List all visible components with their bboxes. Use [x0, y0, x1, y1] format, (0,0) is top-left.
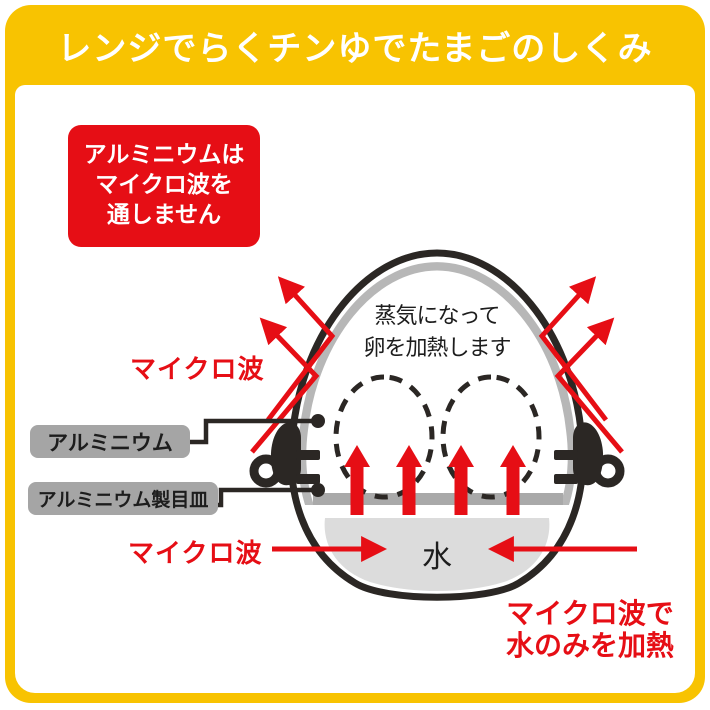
steam-arrow-3 — [448, 445, 474, 515]
water-label: 水 — [422, 540, 452, 575]
steam-arrow-4 — [500, 445, 526, 515]
steam-arrow-1 — [344, 445, 370, 515]
dashed-egg-right — [440, 374, 542, 500]
callout-line-aluminum — [190, 418, 318, 445]
steam-arrows — [344, 445, 526, 515]
aluminum-note-box: アルミニウムは マイクロ波を 通しません — [68, 125, 260, 247]
aluminum-label-text: アルミニウム — [47, 430, 173, 455]
dashed-egg-left — [333, 374, 435, 500]
steam-caption: 蒸気になって 卵を加熱します — [363, 304, 511, 361]
callout-line-plate — [217, 487, 318, 508]
bottom-note: マイクロ波で 水のみを加熱 — [505, 597, 674, 663]
microwave-label-upper: マイクロ波 — [130, 355, 265, 385]
aluminum-note-text: アルミニウムは マイクロ波を 通しません — [83, 142, 245, 228]
clip-right — [554, 422, 625, 488]
microwave-label-lower: マイクロ波 — [128, 539, 263, 569]
clip-left — [249, 422, 320, 488]
steam-arrow-2 — [396, 445, 422, 515]
callout-dot-plate — [311, 483, 325, 497]
reflect-arrows-left — [250, 276, 336, 454]
callout-dot-shell — [311, 414, 325, 428]
aluminum-plate-label-text: アルミニウム製目皿 — [37, 489, 209, 511]
reflect-arrows-right — [538, 276, 624, 454]
aluminum-label-tag: アルミニウム — [30, 425, 190, 458]
aluminum-plate-label-tag: アルミニウム製目皿 — [28, 482, 218, 515]
page-title: レンジでらくチンゆでたまごのしくみ — [57, 28, 653, 69]
